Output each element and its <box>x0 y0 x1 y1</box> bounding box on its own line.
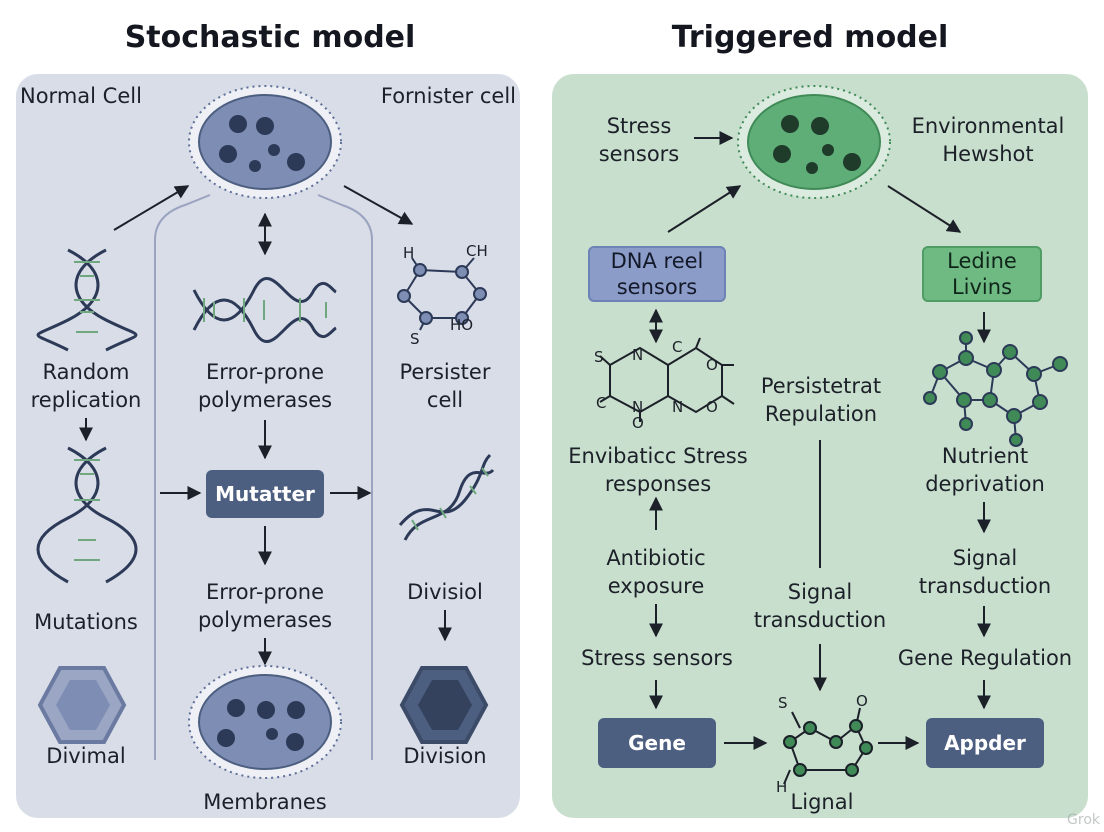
dna-diagonal-icon <box>398 453 495 541</box>
mol2-s: S <box>778 694 788 712</box>
top-green-cell-icon <box>737 85 891 199</box>
title-triggered-model: Triggered model <box>671 20 949 55</box>
dna-helix-icon-1 <box>36 248 138 352</box>
mol-s: S <box>594 348 604 366</box>
label-stress-sensors-bottom: Stress sensors <box>581 646 733 670</box>
label-membranes: Membranes <box>203 790 327 814</box>
label-mutations: Mutations <box>34 610 138 634</box>
title-stochastic-model: Stochastic model <box>124 20 416 55</box>
bracket-right-line <box>317 194 373 760</box>
label-error-prone-polymerases-2: Error-prone polymerases <box>197 580 333 632</box>
bracket-left-line <box>154 194 211 760</box>
right-molecule-icon <box>599 337 735 422</box>
dna-horizontal-icon <box>192 276 337 344</box>
mutatter-box: Mutatter <box>206 470 324 518</box>
mol-label-ch: CH <box>466 242 488 260</box>
green-network-molecule-icon <box>923 331 1068 447</box>
label-divimal: Divimal <box>46 744 126 768</box>
mol-o3: O <box>632 414 644 432</box>
mol2-h: H <box>776 778 787 796</box>
label-gene-regulation: Gene Regulation <box>897 646 1073 670</box>
appder-box: Appder <box>926 718 1044 768</box>
mol-label-s: S <box>410 330 420 348</box>
lignal-molecule-icon <box>783 707 873 785</box>
mol-c1: C <box>672 338 682 356</box>
label-normal-cell: Normal Cell <box>20 84 142 108</box>
dna-reel-sensors-label: DNA reel sensors <box>610 249 704 299</box>
mol-o2: O <box>706 398 718 416</box>
bottom-cell-icon <box>188 665 342 779</box>
mol-n3: N <box>672 398 683 416</box>
label-nutrient: Nutrient deprivation <box>925 444 1045 496</box>
right-arrows <box>649 131 991 750</box>
ledine-livins-label: Ledine Livins <box>947 249 1017 299</box>
dna-helix-icon-2 <box>36 446 138 584</box>
label-division: Division <box>403 744 487 768</box>
label-error-prone-polymerases-1: Error-prone polymerases <box>197 360 333 412</box>
label-signal-transduction-mid: Signal transduction <box>753 580 887 632</box>
divimal-hexagon-icon <box>37 666 127 744</box>
label-persistetrat: Persistetrat Repulation <box>760 374 882 426</box>
label-fornister-cell: Fornister cell <box>380 84 516 108</box>
division-hexagon-icon <box>399 666 489 744</box>
mol-n2: N <box>632 398 643 416</box>
watermark-logo: Grok <box>1067 812 1100 828</box>
left-arrows <box>79 185 452 666</box>
persister-molecule-icon <box>397 257 487 331</box>
label-signal-transduction-right: Signal transduction <box>918 546 1052 598</box>
mol2-o: O <box>856 692 868 710</box>
label-environmental: Environmental Hewshot <box>911 114 1065 166</box>
label-divisiol: Divisiol <box>407 580 483 604</box>
mol-c2: C <box>596 394 606 412</box>
label-lignal: Lignal <box>790 790 854 814</box>
gene-label: Gene <box>628 731 686 755</box>
mol-n1: N <box>632 346 643 364</box>
label-stress-sensors-top: Stress sensors <box>598 114 680 166</box>
label-random-replication: Random replication <box>30 360 142 412</box>
label-envibaticc: Envibaticc Stress responses <box>568 444 748 496</box>
label-antibiotic: Antibiotic exposure <box>606 546 706 598</box>
mol-o1: O <box>706 356 718 374</box>
appder-label: Appder <box>944 731 1026 755</box>
ledine-livins-box: Ledine Livins <box>922 246 1042 302</box>
top-cell-icon <box>188 85 342 199</box>
gene-box: Gene <box>598 718 716 768</box>
label-persister-cell: Persister cell <box>399 360 491 412</box>
mutatter-label: Mutatter <box>215 482 315 506</box>
mol-label-ho: HO <box>450 316 473 334</box>
mol-label-h: H <box>403 244 414 262</box>
dna-reel-sensors-box: DNA reel sensors <box>588 246 726 302</box>
